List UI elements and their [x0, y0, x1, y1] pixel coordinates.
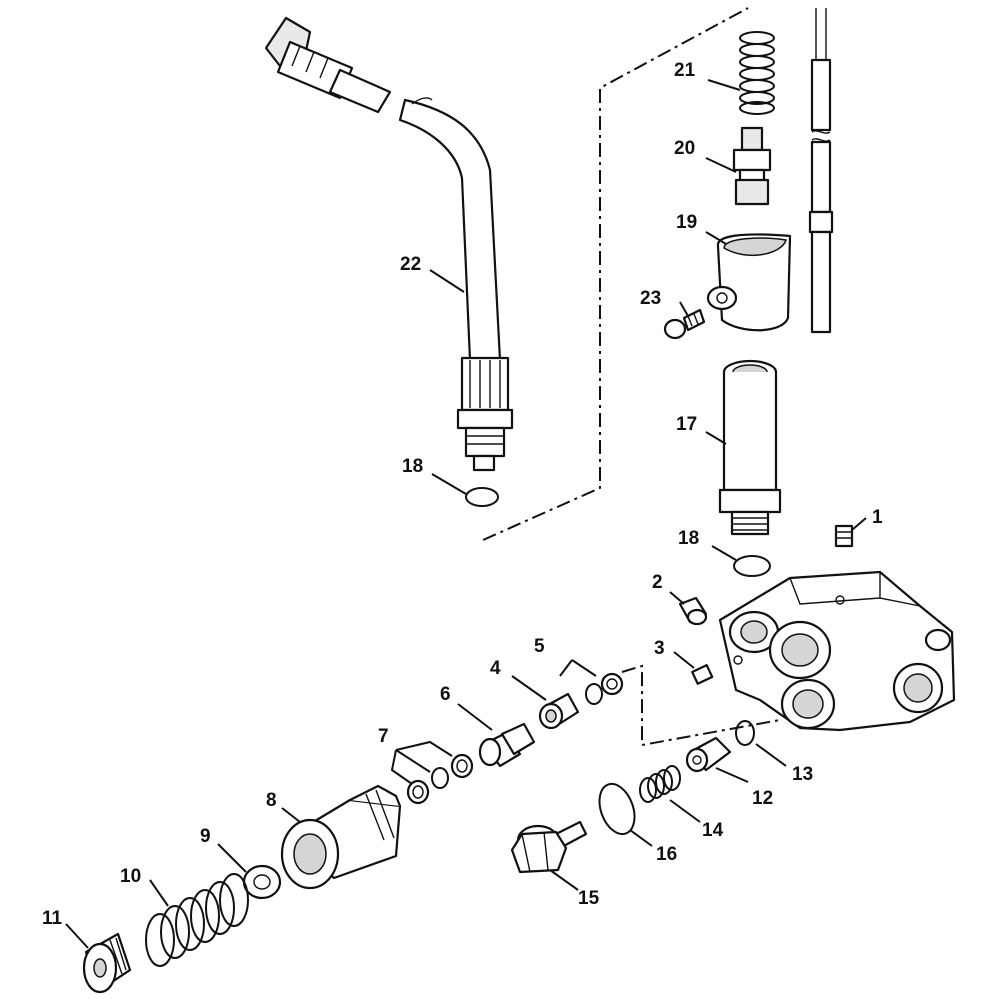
- part-23-screw: [663, 308, 706, 340]
- label-16: 16: [656, 844, 677, 865]
- assembly-line-upper: [482, 7, 749, 541]
- label-14: 14: [702, 820, 724, 841]
- part-17-extension-tube: [718, 359, 782, 536]
- label-12: 12: [752, 788, 773, 809]
- label-9: 9: [200, 826, 211, 847]
- part-14-spring: [639, 765, 681, 803]
- part-22-tube: [264, 16, 514, 472]
- label-18b: 18: [678, 528, 699, 549]
- part-12-fitting: [685, 736, 732, 773]
- label-13: 13: [792, 764, 813, 785]
- part-10-spring: [145, 873, 249, 967]
- label-17: 17: [676, 414, 697, 435]
- part-21-spring: [739, 31, 775, 115]
- label-4: 4: [490, 658, 501, 679]
- label-6: 6: [440, 684, 451, 705]
- part-7-rings: [406, 753, 474, 805]
- label-22: 22: [400, 254, 421, 275]
- part-11-cap: [82, 932, 132, 994]
- part-16-oring: [598, 782, 636, 836]
- label-8: 8: [266, 790, 277, 811]
- rod: [808, 8, 834, 334]
- part-20-valve-stem: [732, 126, 772, 206]
- part-5-rings: [585, 672, 624, 705]
- part-18-oring-a: [465, 487, 499, 507]
- label-20: 20: [674, 138, 695, 159]
- callout-labels: 1 2 3 4 5 6 7 8 9 10 11 12 13 14 15 16 1…: [42, 60, 883, 929]
- part-13-oring: [735, 720, 755, 746]
- label-10: 10: [120, 866, 141, 887]
- assembly-line-lower: [621, 664, 781, 747]
- label-7: 7: [378, 726, 389, 747]
- label-18a: 18: [402, 456, 423, 477]
- label-21: 21: [674, 60, 696, 81]
- part-3-small-screw: [691, 664, 714, 685]
- leader-lines: [65, 79, 867, 949]
- label-15: 15: [578, 888, 600, 909]
- pump-manifold: [718, 570, 956, 732]
- part-4-bushing: [538, 692, 580, 730]
- label-2: 2: [652, 572, 663, 593]
- part-1-set-screw: [834, 524, 854, 548]
- label-5: 5: [534, 636, 545, 657]
- label-11: 11: [42, 908, 63, 929]
- label-1: 1: [872, 507, 883, 528]
- part-18-oring-b: [733, 555, 771, 577]
- part-15-plug: [510, 820, 588, 874]
- part-2-plug: [678, 596, 708, 626]
- part-9-washer: [242, 864, 282, 900]
- part-6-piston: [478, 722, 536, 768]
- label-3: 3: [654, 638, 665, 659]
- label-23: 23: [640, 288, 661, 309]
- part-19-housing: [706, 233, 792, 332]
- label-19: 19: [676, 212, 697, 233]
- part-8-valve-body: [280, 784, 402, 890]
